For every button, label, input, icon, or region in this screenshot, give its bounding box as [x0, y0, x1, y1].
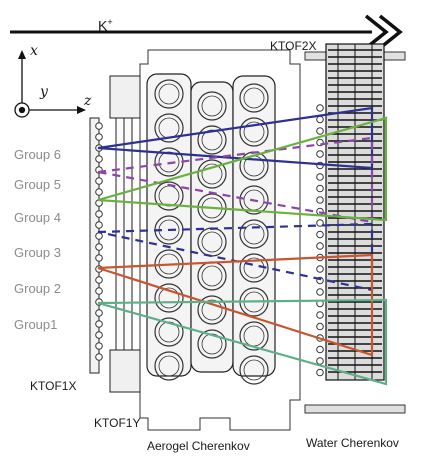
group-1-label: Group1: [14, 317, 58, 332]
ktof1x-bead: [95, 155, 103, 163]
pmt-ring: [239, 219, 269, 249]
ktof1x-bead: [95, 254, 103, 262]
ktof1y-label: KTOF1Y: [94, 416, 141, 430]
group-wedges: [97, 106, 388, 386]
group-3-label: Group 3: [14, 245, 61, 260]
pmt-ring: [154, 181, 184, 211]
ktof2x-bead: [316, 150, 324, 158]
aerogel-cherenkov-label: Aerogel Cherenkov: [147, 439, 250, 453]
ktof1x-bead: [95, 177, 103, 185]
pmt-inner-ring: [243, 87, 265, 109]
ktof2x-bead: [316, 357, 324, 365]
ktof1x-bead: [95, 221, 103, 229]
pmt-ring: [239, 83, 269, 113]
pmt-ring: [197, 91, 227, 121]
axis-y-label: y: [40, 84, 48, 100]
ktof1x-bead: [95, 353, 103, 361]
ktof2x-bead: [316, 219, 324, 227]
ktof2x-bead: [316, 127, 324, 135]
axis-x-label: x: [30, 43, 38, 59]
water-cherenkov-label: Water Cherenkov: [306, 436, 399, 450]
pmt-ring: [239, 253, 269, 283]
pmt-ring: [197, 295, 227, 325]
ktof2x-bead: [316, 288, 324, 296]
ktof1x-label: KTOF1X: [30, 379, 77, 393]
coordinate-axes: [14, 50, 86, 118]
ktof1x-bead: [95, 276, 103, 284]
beam-label: K+: [98, 17, 113, 34]
ktof1x-bead: [95, 331, 103, 339]
pmt-ring: [197, 329, 227, 359]
group-4-label: Group 4: [14, 210, 61, 225]
pmt-ring: [154, 79, 184, 109]
group2-wedge: [97, 253, 374, 357]
ktof1x-bead: [95, 210, 103, 218]
ktof2x-bead: [316, 265, 324, 273]
ktof2x-bead: [316, 115, 324, 124]
ktof2x-beads: [316, 104, 324, 377]
ktof2x-bead: [316, 311, 324, 319]
group-2-label: Group 2: [14, 281, 61, 296]
pmt-inner-ring: [243, 359, 265, 381]
pmt-ring: [154, 317, 184, 347]
group6-wedge: [97, 106, 374, 170]
pmt-inner-ring: [201, 231, 223, 253]
ktof2x-bead: [316, 322, 324, 331]
ktof2x-bead: [316, 368, 324, 377]
group-5-label: Group 5: [14, 177, 61, 192]
pmt-inner-ring: [201, 163, 223, 185]
ktof1x-bead: [95, 243, 103, 251]
group4-wedge: [97, 116, 388, 222]
ktof1x-bead: [95, 287, 103, 295]
pmt-ring: [154, 351, 184, 381]
group-6-label: Group 6: [14, 147, 61, 162]
ktof1x-bead: [95, 342, 103, 350]
ktof2x-label: KTOF2X: [270, 39, 317, 53]
ktof1x-bead: [95, 320, 103, 328]
ktof2x-bead: [316, 184, 324, 193]
pmt-inner-ring: [201, 265, 223, 287]
pmt-inner-ring: [158, 83, 180, 105]
pmt-inner-ring: [201, 129, 223, 151]
pmt-ring: [239, 117, 269, 147]
group1-wedge: [97, 298, 388, 386]
axis-z-label: z: [84, 93, 92, 109]
ktof1x-bead: [95, 122, 103, 130]
pmt-inner-ring: [158, 151, 180, 173]
pmt-ring: [197, 125, 227, 155]
pmt-inner-ring: [243, 121, 265, 143]
ktof2x-bead: [316, 242, 324, 250]
ktof1y-assembly: [109, 75, 141, 393]
water-cherenkov-stack: [325, 43, 385, 381]
water-cherenkov-rungs: [328, 49, 382, 373]
pmt-ring: [154, 113, 184, 143]
ktof2x-bead: [316, 345, 324, 354]
ktof2x-bead: [316, 230, 324, 239]
pmt-inner-ring: [201, 299, 223, 321]
ktof1x-beads: [95, 122, 103, 361]
pmt-ring: [239, 355, 269, 385]
pmt-ring: [197, 159, 227, 189]
aerogel-columns: [146, 73, 276, 377]
pmt-inner-ring: [158, 287, 180, 309]
pmt-ring: [239, 185, 269, 215]
pmt-inner-ring: [243, 223, 265, 245]
pmt-ring: [239, 321, 269, 351]
pmt-ring: [154, 283, 184, 313]
aerogel-frame: [139, 49, 301, 431]
ktof1x-bead: [95, 133, 103, 141]
ktof2x-bead: [316, 196, 324, 204]
ktof1x-bead: [95, 309, 103, 317]
pmt-inner-ring: [201, 95, 223, 117]
ktof2x-bead: [316, 104, 324, 112]
beam-arrow: [10, 14, 403, 50]
ktof1x-bead: [95, 188, 103, 196]
ktof2x-bead: [316, 173, 324, 181]
pmt-inner-ring: [158, 355, 180, 377]
